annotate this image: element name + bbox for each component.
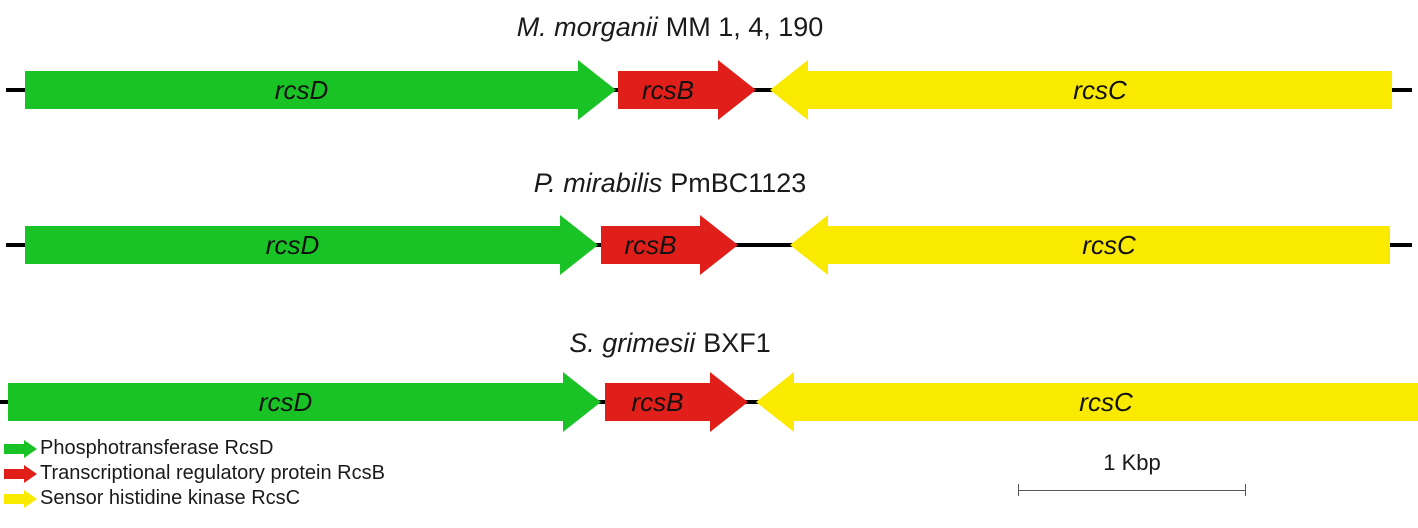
gene-label: rcsB bbox=[642, 74, 694, 105]
gene-label: rcsC bbox=[1082, 229, 1136, 260]
green-arrow-icon bbox=[4, 439, 37, 458]
rcsD-arrowhead-icon bbox=[578, 60, 616, 120]
species-name: S. grimesii bbox=[569, 328, 696, 358]
rcsB-arrowhead-icon bbox=[700, 215, 738, 275]
rcsB-arrowhead-icon bbox=[718, 60, 756, 120]
legend-item-rcsC: Sensor histidine kinase RcsC bbox=[4, 486, 385, 511]
strain-name: BXF1 bbox=[703, 328, 771, 358]
species-name: M. morganii bbox=[516, 12, 658, 42]
gene-arrow-rcsB: rcsB bbox=[605, 383, 710, 421]
legend-label: Phosphotransferase RcsD bbox=[40, 437, 274, 459]
rcsC-arrowhead-icon bbox=[756, 372, 794, 432]
gene-arrow-rcsC: rcsC bbox=[828, 226, 1390, 264]
green-arrow-body bbox=[4, 443, 24, 454]
gene-label: rcsC bbox=[1079, 386, 1133, 417]
legend-item-rcsB: Transcriptional regulatory protein RcsB bbox=[4, 461, 385, 486]
gene-arrow-rcsC: rcsC bbox=[808, 71, 1392, 109]
scale-bar-line bbox=[1018, 484, 1246, 496]
scale-bar-rule bbox=[1019, 490, 1245, 491]
gene-label: rcsB bbox=[631, 386, 684, 417]
gene-label: rcsD bbox=[265, 229, 320, 260]
red-arrow-icon bbox=[4, 464, 37, 483]
rcsB-arrowhead-icon bbox=[710, 372, 748, 432]
legend: Phosphotransferase RcsD Transcriptional … bbox=[4, 436, 385, 511]
gene-label: rcsC bbox=[1073, 74, 1127, 105]
gene-arrow-rcsD: rcsD bbox=[25, 71, 578, 109]
legend-label: Sensor histidine kinase RcsC bbox=[40, 487, 301, 509]
red-arrow-head bbox=[24, 464, 37, 483]
species-name: P. mirabilis bbox=[533, 168, 663, 198]
rcsC-arrowhead-icon bbox=[770, 60, 808, 120]
legend-label: Transcriptional regulatory protein RcsB bbox=[40, 462, 385, 484]
legend-item-rcsD: Phosphotransferase RcsD bbox=[4, 436, 385, 461]
yellow-arrow-icon bbox=[4, 489, 37, 508]
gene-label: rcsD bbox=[274, 74, 329, 105]
scale-label: 1 Kbp bbox=[1103, 450, 1161, 475]
gene-arrow-rcsB: rcsB bbox=[618, 71, 718, 109]
rcsD-arrowhead-icon bbox=[563, 372, 601, 432]
red-arrow-body bbox=[4, 468, 24, 479]
gene-arrow-rcsC: rcsC bbox=[794, 383, 1418, 421]
strain-name: MM 1, 4, 190 bbox=[665, 12, 824, 42]
gene-label: rcsD bbox=[258, 386, 313, 417]
gene-arrow-rcsD: rcsD bbox=[25, 226, 560, 264]
gene-arrow-rcsD: rcsD bbox=[8, 383, 563, 421]
green-arrow-head bbox=[24, 439, 37, 458]
yellow-arrow-head bbox=[24, 489, 37, 508]
yellow-arrow-body bbox=[4, 493, 24, 504]
gene-label: rcsB bbox=[624, 229, 677, 260]
rcsD-arrowhead-icon bbox=[560, 215, 598, 275]
rcsC-arrowhead-icon bbox=[790, 215, 828, 275]
strain-name: PmBC1123 bbox=[670, 168, 807, 198]
gene-arrow-rcsB: rcsB bbox=[601, 226, 700, 264]
